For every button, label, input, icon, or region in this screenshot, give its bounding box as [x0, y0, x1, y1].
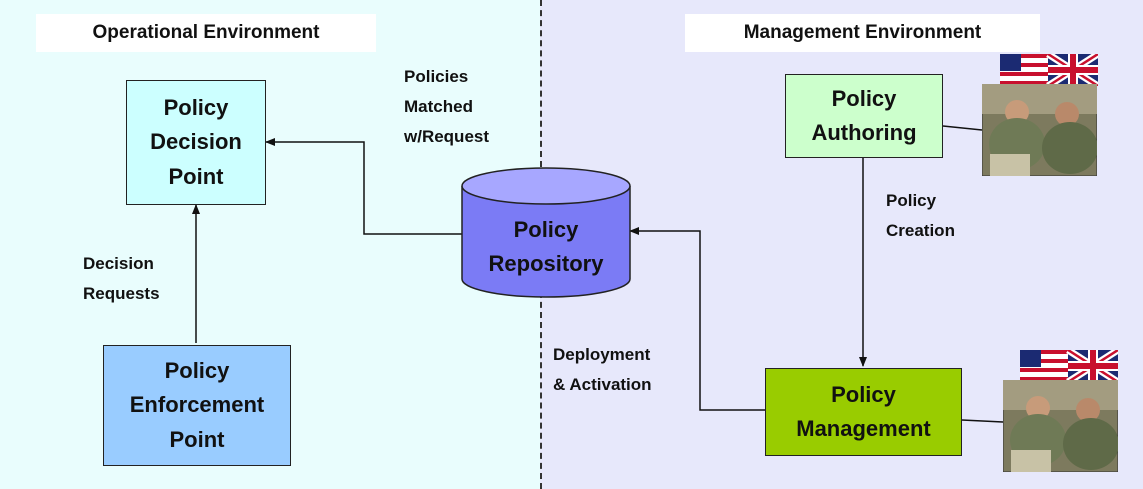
policy-enforcement-point-node: Policy Enforcement Point — [103, 345, 291, 466]
authoring-label-line: Authoring — [811, 120, 917, 145]
edge-label-line: Deployment — [553, 345, 651, 364]
policy-authoring-node: Policy Authoring — [785, 74, 943, 158]
pep-label-line: Point — [169, 426, 225, 452]
operational-environment-label: Operational Environment — [36, 14, 376, 52]
soldiers-photo — [1003, 380, 1118, 472]
edge-management-to-repository — [629, 227, 765, 411]
edge-label-line: Policy — [886, 191, 937, 210]
policy-management-node: Policy Management — [765, 368, 962, 456]
pep-label-line: Policy — [164, 358, 230, 384]
us-flag-icon — [1000, 54, 1048, 86]
deployment-activation-label: Deployment & Activation — [553, 340, 652, 400]
decision-requests-label: Decision Requests — [83, 249, 160, 309]
pdp-label-line: Decision — [150, 129, 242, 155]
policy-decision-point-node: Policy Decision Point — [126, 80, 266, 205]
management-label-line: Management — [796, 416, 931, 441]
edge-label-line: Creation — [886, 220, 955, 240]
pdp-label-line: Point — [168, 163, 224, 189]
edge-label-line: Policies — [404, 67, 469, 86]
soldiers-photo — [982, 84, 1097, 176]
management-label-line: Policy — [831, 381, 896, 407]
pep-label-line: Enforcement — [129, 392, 265, 418]
flags-bottom — [1020, 350, 1118, 382]
uk-flag-icon — [1046, 54, 1098, 86]
flags-top — [1000, 54, 1098, 86]
edge-label-line: w/Request — [404, 126, 490, 146]
policies-matched-label: Policies Matched w/Request — [404, 62, 489, 151]
edge-label-line: Decision — [83, 254, 154, 273]
policy-repository-node: Policy Repository — [462, 204, 630, 290]
repository-label-line: Policy — [513, 216, 579, 242]
policy-creation-label: Policy Creation — [886, 186, 955, 246]
policy-repository-cylinder — [461, 167, 631, 298]
edge-label-line: Requests — [83, 283, 160, 303]
repository-label-line: Repository — [488, 251, 604, 276]
uk-flag-icon — [1066, 350, 1118, 382]
edge-repository-to-pdp — [265, 138, 462, 235]
management-environment-label: Management Environment — [685, 14, 1040, 52]
authoring-label-line: Policy — [831, 85, 897, 111]
edge-label-line: Matched — [404, 96, 473, 116]
edge-label-line: & Activation — [553, 374, 652, 394]
us-flag-icon — [1020, 350, 1068, 382]
pdp-label-line: Policy — [163, 95, 229, 121]
